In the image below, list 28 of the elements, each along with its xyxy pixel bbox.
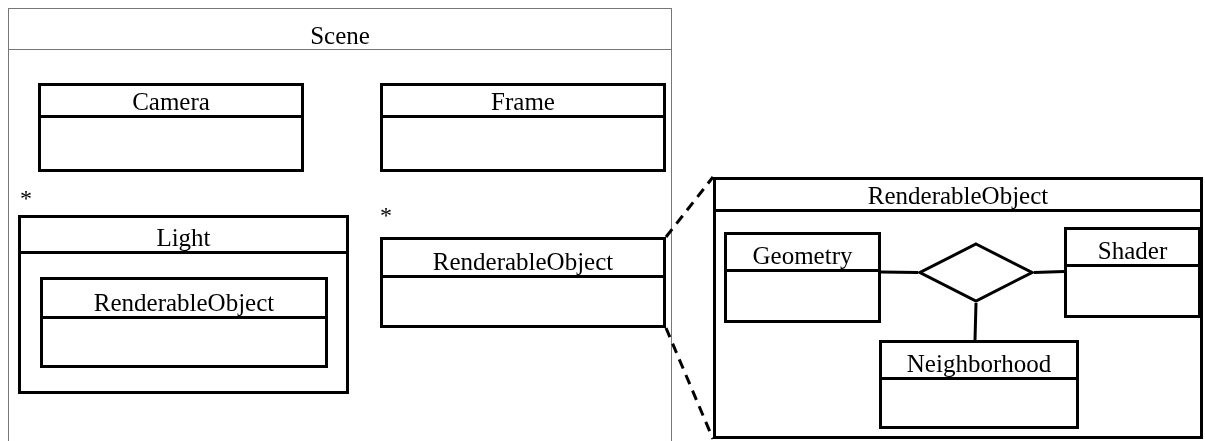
- association-line: [880, 270, 919, 274]
- association-line: [1033, 270, 1065, 274]
- class-name: RenderableObject: [93, 290, 275, 316]
- multiplicity-mark: *: [20, 186, 32, 210]
- class-box: [18, 215, 349, 394]
- class-name: RenderableObject: [432, 249, 614, 275]
- class-box: [724, 232, 881, 323]
- class-box: [40, 277, 328, 368]
- class-name: Geometry: [752, 243, 853, 269]
- class-name: Light: [156, 225, 211, 251]
- class-box: [713, 177, 1203, 439]
- package-frame: [8, 8, 672, 441]
- zoom-line: [664, 327, 715, 440]
- class-box: [380, 237, 666, 328]
- frame-title: Scene: [310, 23, 370, 49]
- association-line: [973, 302, 978, 341]
- class-box: [380, 83, 666, 172]
- class-name: Neighborhood: [906, 351, 1052, 377]
- class-name: Frame: [491, 89, 555, 115]
- association-diamond: [918, 242, 1034, 303]
- class-box: [1064, 227, 1201, 318]
- class-box: [879, 340, 1079, 429]
- zoom-line: [664, 176, 715, 238]
- class-name: Camera: [132, 89, 210, 115]
- class-name: Shader: [1097, 238, 1168, 264]
- class-name: RenderableObject: [867, 183, 1049, 209]
- multiplicity-mark: *: [380, 203, 392, 227]
- class-box: [38, 83, 304, 172]
